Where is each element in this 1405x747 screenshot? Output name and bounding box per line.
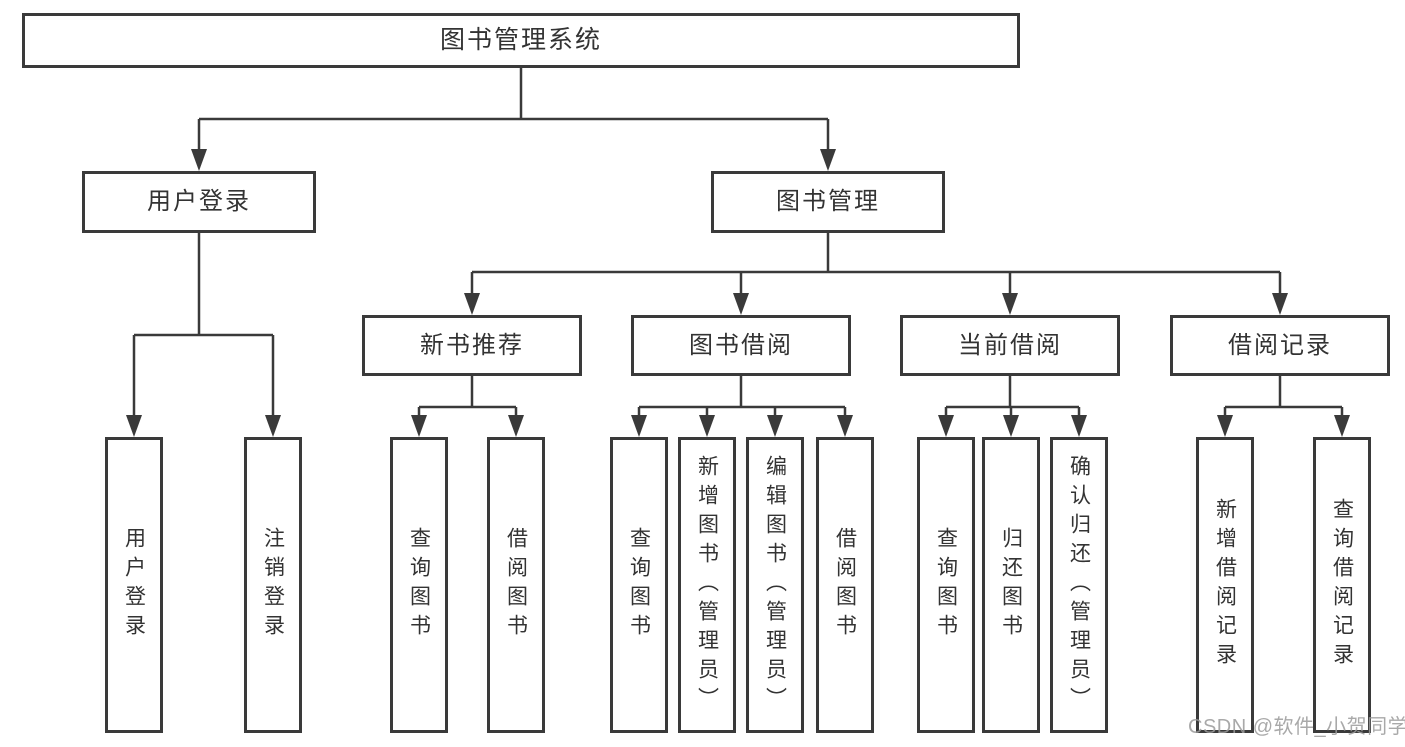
leaf-logout-login-label: 注销登录	[261, 527, 285, 643]
watermark: CSDN @软件_小贺同学	[1188, 716, 1405, 738]
arrow-down-icon	[699, 415, 715, 437]
leaf-bb-add-book-admin: 新增图书（管理员）	[678, 437, 736, 733]
leaf-bb-query-book-label: 查询图书	[627, 527, 651, 643]
arrow-down-icon	[733, 293, 749, 315]
leaf-br-query-record-label: 查询借阅记录	[1330, 498, 1354, 672]
leaf-user-login: 用户登录	[105, 437, 163, 733]
leaf-cb-return-book-label: 归还图书	[999, 527, 1023, 643]
arrow-down-icon	[191, 149, 207, 171]
node-borrow-record-label: 借阅记录	[1228, 331, 1332, 359]
arrow-down-icon	[126, 415, 142, 437]
leaf-cb-return-book: 归还图书	[982, 437, 1040, 733]
leaf-bb-edit-book-admin-label: 编辑图书（管理员）	[763, 454, 787, 716]
leaf-br-query-record: 查询借阅记录	[1313, 437, 1371, 733]
arrow-down-icon	[837, 415, 853, 437]
leaf-cb-query-book: 查询图书	[917, 437, 975, 733]
leaf-cb-query-book-label: 查询图书	[934, 527, 958, 643]
arrow-down-icon	[1217, 415, 1233, 437]
arrow-down-icon	[464, 293, 480, 315]
node-book-borrow: 图书借阅	[631, 315, 851, 376]
leaf-bb-borrow-book: 借阅图书	[816, 437, 874, 733]
leaf-bb-edit-book-admin: 编辑图书（管理员）	[746, 437, 804, 733]
leaf-logout-login: 注销登录	[244, 437, 302, 733]
tree-branch-lines	[132, 68, 1344, 416]
node-book-borrow-label: 图书借阅	[689, 331, 793, 359]
node-new-book-recommend: 新书推荐	[362, 315, 582, 376]
arrow-down-icon	[1003, 415, 1019, 437]
leaf-nb-query-book-label: 查询图书	[407, 527, 431, 643]
leaf-bb-add-book-admin-label: 新增图书（管理员）	[695, 454, 719, 716]
arrow-down-icon	[767, 415, 783, 437]
leaf-nb-borrow-book: 借阅图书	[487, 437, 545, 733]
leaf-br-add-record: 新增借阅记录	[1196, 437, 1254, 733]
leaf-nb-borrow-book-label: 借阅图书	[504, 527, 528, 643]
leaf-br-add-record-label: 新增借阅记录	[1213, 498, 1237, 672]
node-current-borrow: 当前借阅	[900, 315, 1120, 376]
arrow-down-icon	[1002, 293, 1018, 315]
arrow-down-icon	[1272, 293, 1288, 315]
node-user-login-label: 用户登录	[147, 188, 251, 216]
arrow-down-icon	[820, 149, 836, 171]
node-borrow-record: 借阅记录	[1170, 315, 1390, 376]
leaf-cb-confirm-return-admin-label: 确认归还（管理员）	[1067, 454, 1091, 716]
leaf-bb-query-book: 查询图书	[610, 437, 668, 733]
leaf-cb-confirm-return-admin: 确认归还（管理员）	[1050, 437, 1108, 733]
node-root-label: 图书管理系统	[439, 26, 602, 55]
node-root: 图书管理系统	[22, 13, 1020, 68]
arrow-down-icon	[631, 415, 647, 437]
node-user-login: 用户登录	[82, 171, 316, 233]
node-new-book-recommend-label: 新书推荐	[420, 331, 524, 359]
arrow-down-icon	[938, 415, 954, 437]
arrow-down-icon	[1334, 415, 1350, 437]
node-book-management-label: 图书管理	[776, 188, 880, 216]
leaf-bb-borrow-book-label: 借阅图书	[833, 527, 857, 643]
leaf-user-login-label: 用户登录	[122, 527, 146, 643]
arrow-down-icon	[265, 415, 281, 437]
arrow-down-icon	[1071, 415, 1087, 437]
node-book-management: 图书管理	[711, 171, 945, 233]
leaf-nb-query-book: 查询图书	[390, 437, 448, 733]
node-current-borrow-label: 当前借阅	[958, 331, 1062, 359]
arrow-down-icon	[508, 415, 524, 437]
arrow-down-icon	[411, 415, 427, 437]
